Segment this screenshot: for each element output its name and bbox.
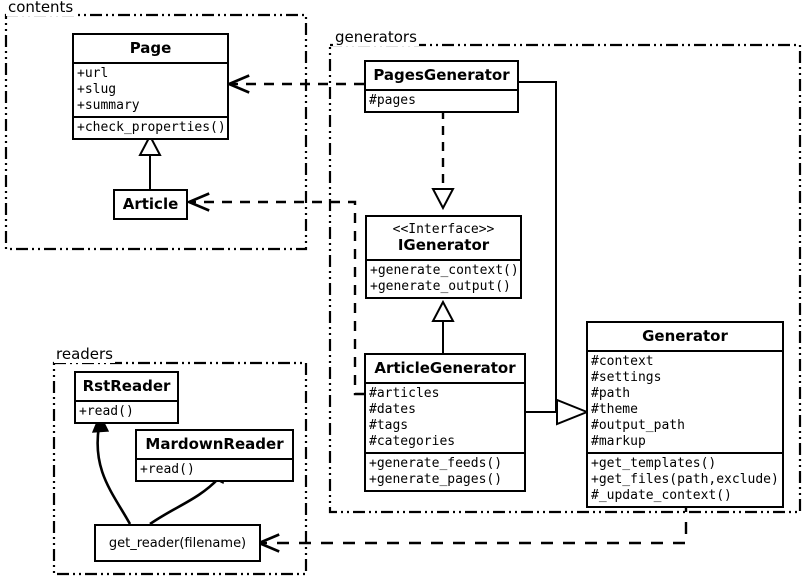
- class-attributes-articlegenerator: #articles #dates #tags #categories: [366, 382, 524, 452]
- class-attribute: #theme: [591, 402, 638, 417]
- class-box-articlegenerator[interactable]: ArticleGenerator #articles #dates #tags …: [364, 353, 526, 492]
- class-operation: +read(): [140, 462, 195, 477]
- class-attribute: #articles: [369, 386, 440, 401]
- class-name-igenerator: <<Interface>> IGenerator: [367, 217, 520, 259]
- class-attributes-generator: #context #settings #path #theme #output_…: [588, 350, 782, 452]
- class-operation: +get_files(path,exclude): [591, 472, 779, 487]
- arrowhead-generalization-igenerator: [431, 299, 455, 322]
- class-attribute: #output_path: [591, 418, 685, 433]
- class-attribute: #markup: [591, 434, 646, 449]
- class-attribute: #categories: [369, 434, 456, 449]
- arrowhead-dependency-article: [185, 192, 210, 212]
- class-name-page: Page: [129, 39, 172, 57]
- class-operation: #_update_context(): [591, 488, 732, 503]
- class-attribute: #settings: [591, 370, 662, 385]
- class-operation: +read(): [79, 404, 134, 419]
- class-operations-generator: +get_templates() +get_files(path,exclude…: [588, 452, 782, 506]
- class-attribute: +url: [77, 66, 109, 81]
- package-label-readers: readers: [54, 345, 115, 363]
- class-attribute: #path: [591, 386, 631, 401]
- line-getreader-to-rstreader: [96, 425, 132, 525]
- class-operation: +get_templates(): [591, 456, 717, 471]
- class-operations-rstreader: +read(): [76, 400, 177, 422]
- class-operations-page: +check_properties(): [74, 116, 227, 138]
- class-operations-mardownreader: +read(): [137, 458, 292, 480]
- package-label-contents: contents: [6, 0, 76, 16]
- class-attribute: #pages: [369, 93, 416, 108]
- class-operations-articlegenerator: +generate_feeds() +generate_pages(): [366, 452, 524, 490]
- class-name-generator: Generator: [642, 327, 728, 345]
- class-attributes-page: +url +slug +summary: [74, 62, 227, 116]
- arrowhead-generalization-generator: [556, 398, 590, 426]
- class-attribute: +slug: [77, 82, 117, 97]
- class-box-mardownreader[interactable]: MardownReader +read(): [135, 429, 294, 482]
- class-name-article: Article: [122, 195, 179, 213]
- arrowhead-realization-igenerator: [431, 188, 455, 211]
- class-name-mardownreader: MardownReader: [145, 435, 284, 453]
- class-operation: +generate_feeds(): [369, 456, 503, 471]
- class-name-pagesgenerator: PagesGenerator: [373, 66, 510, 84]
- function-box-get-reader[interactable]: get_reader(filename): [94, 524, 261, 562]
- class-attribute: #dates: [369, 402, 416, 417]
- class-box-article[interactable]: Article: [113, 189, 188, 220]
- class-name-text: IGenerator: [397, 236, 490, 254]
- class-name-articlegenerator: ArticleGenerator: [374, 359, 516, 377]
- class-attribute: #tags: [369, 418, 409, 433]
- line-articlegenerator-to-article: [191, 200, 364, 396]
- arrowhead-dependency-page: [225, 74, 250, 94]
- class-box-page[interactable]: Page +url +slug +summary +check_properti…: [72, 33, 229, 140]
- class-attribute: +summary: [77, 98, 140, 113]
- class-box-rstreader[interactable]: RstReader +read(): [74, 371, 179, 424]
- class-attributes-pagesgenerator: #pages: [366, 89, 517, 111]
- class-operations-igenerator: +generate_context() +generate_output(): [367, 259, 520, 297]
- class-operation: +check_properties(): [77, 120, 226, 135]
- package-label-generators: generators: [333, 28, 419, 46]
- class-operation: +generate_output(): [370, 279, 511, 294]
- class-operation: +generate_pages(): [369, 472, 503, 487]
- function-label: get_reader(filename): [108, 535, 247, 551]
- class-box-generator[interactable]: Generator #context #settings #path #them…: [586, 321, 784, 508]
- arrowhead-dependency-getreader: [255, 533, 280, 553]
- class-attribute: #context: [591, 354, 654, 369]
- class-box-pagesgenerator[interactable]: PagesGenerator #pages: [364, 60, 519, 113]
- line-getreader-to-mardownreader: [149, 477, 220, 526]
- class-operation: +generate_context(): [370, 263, 519, 278]
- class-name-rstreader: RstReader: [82, 377, 171, 395]
- class-box-igenerator[interactable]: <<Interface>> IGenerator +generate_conte…: [365, 215, 522, 299]
